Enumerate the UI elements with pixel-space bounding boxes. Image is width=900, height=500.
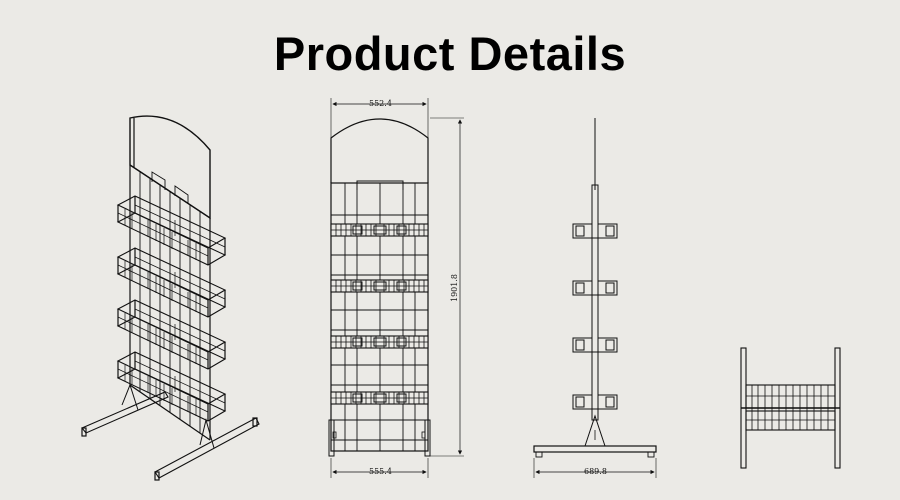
front-dim-top: 552.4	[369, 99, 392, 108]
front-view	[328, 98, 464, 478]
side-dim-base: 689.8	[584, 467, 607, 476]
side-view	[533, 118, 657, 478]
front-dim-height: 1901.8	[450, 274, 459, 302]
front-dim-bottom: 555.4	[369, 467, 392, 476]
top-view	[740, 347, 841, 469]
page-title: Product Details	[273, 27, 627, 80]
isometric-view	[81, 115, 260, 481]
